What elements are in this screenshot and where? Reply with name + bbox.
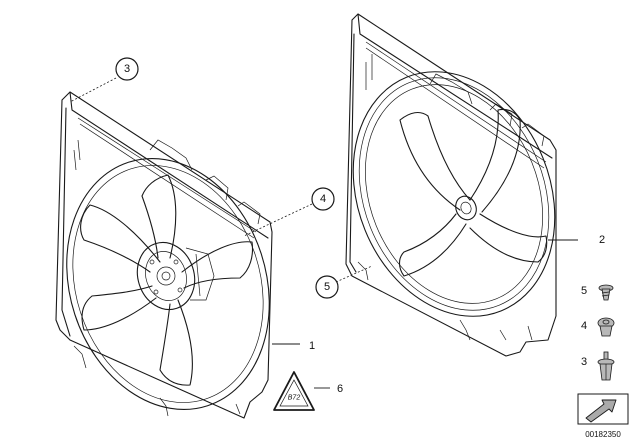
fan-shroud-drawing — [345, 13, 557, 357]
fastener-label-3: 3 — [581, 356, 587, 368]
fan-assembly-drawing — [55, 91, 273, 419]
part-label-6: 6 — [337, 383, 343, 395]
part-label-2: 2 — [599, 234, 605, 246]
screw-icon — [598, 284, 614, 301]
clip-nut-icon — [597, 317, 615, 337]
callout-3: 3 — [115, 57, 139, 81]
part-label-1: 1 — [309, 340, 315, 352]
callout-4-label: 4 — [320, 193, 326, 205]
document-reference-icon — [577, 393, 629, 425]
warning-label-text: B72 — [288, 395, 301, 402]
fastener-label-4: 4 — [581, 320, 587, 332]
callout-5: 5 — [315, 275, 339, 299]
leader-lines — [69, 77, 578, 389]
document-number: 00182350 — [585, 430, 621, 439]
callout-5-label: 5 — [324, 281, 330, 293]
callout-4: 4 — [311, 187, 335, 211]
warning-label-icon: B72 — [273, 371, 315, 411]
fastener-label-5: 5 — [581, 285, 587, 297]
callout-3-label: 3 — [124, 63, 130, 75]
expanding-rivet-icon — [597, 351, 615, 381]
